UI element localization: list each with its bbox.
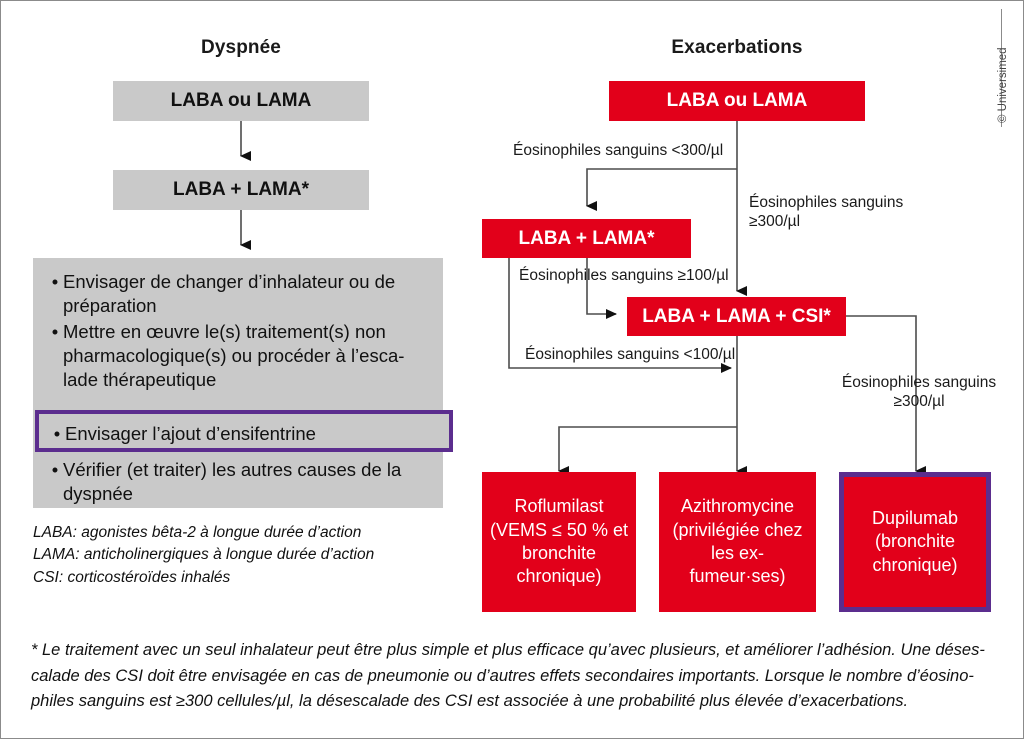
bullet-text-2: Mettre en œuvre le(s) traitement(s) non … <box>63 321 405 390</box>
edge-label-line: ≥300/µl <box>749 213 801 231</box>
legend-line-csi: CSI: corticostéroïdes inhalés <box>33 568 231 586</box>
node-line: Dupilumab <box>871 507 959 528</box>
node-line: (bronchite <box>874 531 956 552</box>
node-roflumilast: Roflumilast (VEMS ≤ 50 % et bronchite ch… <box>482 472 636 612</box>
node-line: (privilégiée chez <box>672 519 803 540</box>
edge-label-line: Éosinophiles sanguins <box>841 374 997 391</box>
bullet-dot-icon: • <box>53 423 61 444</box>
bullet-dot-icon: • <box>51 271 59 292</box>
list-item: • Envisager de changer d’inhalateur ou d… <box>47 270 429 317</box>
bullet-dot-icon: • <box>51 321 59 343</box>
copyright-notice: © Universimed <box>997 47 1009 123</box>
node-left-laba-ou-lama: LABA ou LAMA <box>113 81 369 121</box>
node-left-laba-plus-lama: LABA + LAMA* <box>113 170 369 210</box>
edge-label-line: Éosinophiles sanguins <box>749 194 904 211</box>
bullet-text-4: Vérifier (et traiter) les autres causes … <box>63 459 402 504</box>
edge-label-line: ≥300/µl <box>893 393 945 411</box>
node-right-laba-ou-lama: LABA ou LAMA <box>609 81 865 121</box>
node-line: Roflumilast <box>514 496 604 517</box>
edge-label-eos-lt-100: Éosinophiles sanguins <100/µl <box>525 346 736 363</box>
footnote: * Le traitement avec un seul inhalateur … <box>31 638 996 715</box>
legend-line-laba: LABA: agonistes bêta-2 à longue durée d’… <box>33 524 362 541</box>
footnote-line-1: * Le traitement avec un seul inhalateur … <box>31 641 985 659</box>
highlight-ensifentrine[interactable]: • Envisager l’ajout d’ensifentrine <box>35 410 453 452</box>
node-line: Azithromycine <box>680 496 795 517</box>
footnote-line-2: calade des CSI doit être envisagée en ca… <box>31 666 974 685</box>
node-line: chronique) <box>516 566 602 587</box>
node-line: bronchite <box>521 543 597 563</box>
bullet-list: • Envisager de changer d’inhalateur ou d… <box>47 270 429 391</box>
bullet-dot-icon: • <box>51 459 59 480</box>
list-item: • Mettre en œuvre le(s) traitement(s) no… <box>47 320 429 391</box>
column-title-exacerbations: Exacerbations <box>671 37 803 58</box>
bullet-text-3: Envisager l’ajout d’ensifentrine <box>65 423 316 444</box>
list-item: • Vérifier (et traiter) les autres cause… <box>47 458 429 505</box>
node-dupilumab[interactable]: Dupilumab (bronchite chronique) <box>839 472 991 612</box>
node-line: les ex-fumeur·ses) <box>689 543 786 587</box>
column-title-dyspnee: Dyspnée <box>201 37 281 58</box>
edge-label-eos-ge-100: Éosinophiles sanguins ≥100/µl <box>519 267 729 284</box>
footnote-line-3: philes sanguins est ≥300 cellules/µl, la… <box>31 692 909 711</box>
node-line: (VEMS ≤ 50 % et <box>490 519 628 540</box>
node-right-laba-lama-csi: LABA + LAMA + CSI* <box>627 297 846 336</box>
list-item: • Envisager l’ajout d’ensifentrine <box>39 414 449 446</box>
legend-abbreviations: LABA: agonistes bêta-2 à longue durée d’… <box>33 522 453 589</box>
panel-dyspnee-actions: • Envisager de changer d’inhalateur ou d… <box>33 258 443 508</box>
edge-label-eos-ge-300-right: Éosinophiles sanguins ≥300/µl <box>839 373 999 412</box>
node-azithromycine: Azithromycine (privilégiée chez les ex-f… <box>659 472 816 612</box>
edge-label-eos-ge-300-top: Éosinophiles sanguins ≥300/µl <box>749 193 919 232</box>
legend-line-lama: LAMA: anticholinergiques à longue durée … <box>33 546 375 564</box>
edge-label-eos-lt-300: Éosinophiles sanguins <300/µl <box>513 142 724 159</box>
bullet-text-1: Envisager de changer d’inhalateur ou de … <box>63 271 396 316</box>
node-line: chronique) <box>872 554 958 575</box>
copyright-divider <box>1001 9 1002 127</box>
node-right-laba-plus-lama: LABA + LAMA* <box>482 219 691 258</box>
